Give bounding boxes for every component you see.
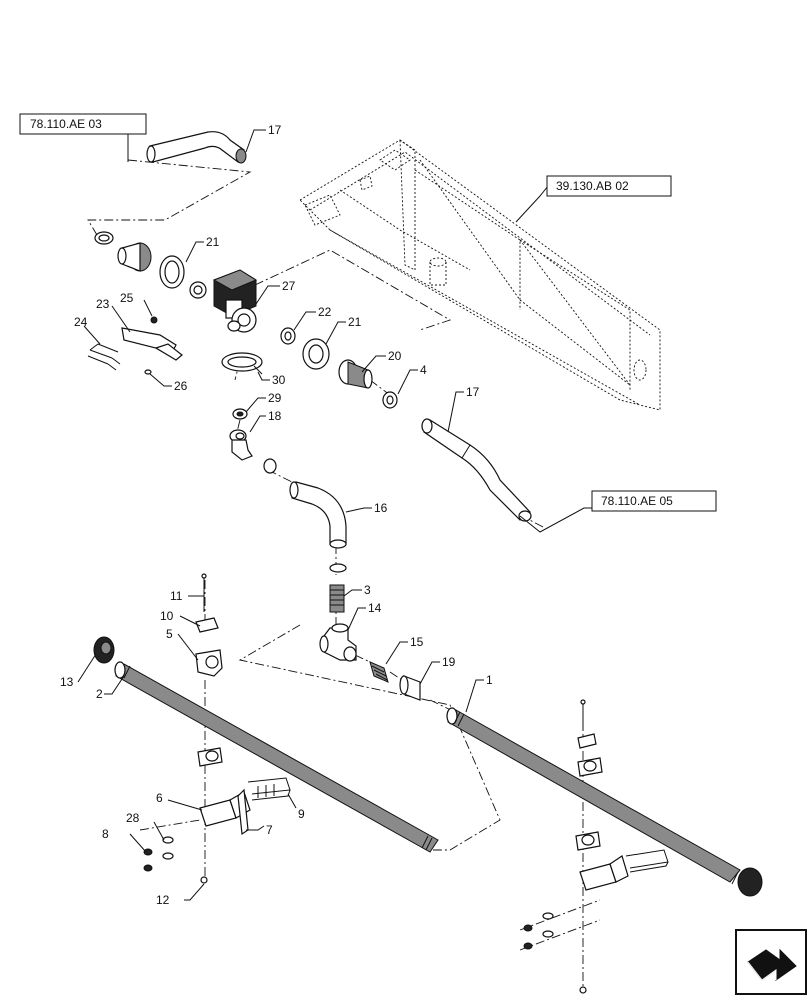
callout-4: 4 [420,363,427,377]
callout-1: 1 [486,673,493,687]
callout-8: 8 [102,827,109,841]
clamp-21-lower [302,338,330,370]
callout-15: 15 [410,635,424,649]
cap-13 [93,636,115,664]
callout-numbers: 17 21 27 25 23 22 21 24 20 4 30 26 17 29… [60,123,493,907]
nut-12 [200,876,208,884]
callout-2: 2 [96,687,103,701]
seal-29 [232,408,248,420]
fitting-20-upper [117,242,152,272]
callout-18: 18 [268,409,282,423]
callout-16: 16 [374,501,388,515]
callout-21-lower: 21 [348,315,362,329]
callout-27: 27 [282,279,296,293]
fitting-20-lower [338,359,373,389]
boom-frame [299,139,661,411]
pipe-2 [114,661,439,853]
ref-label-right-mid: 78.110.AE 05 [601,494,673,508]
callout-13: 13 [60,675,74,689]
u-bolt-24 [87,343,121,371]
clip-16-bottom [329,563,347,573]
hose-17-lower [421,418,532,522]
callout-9: 9 [298,807,305,821]
callout-5: 5 [166,627,173,641]
clamp-21-upper [159,255,185,289]
leader-lines [77,128,592,901]
bolt-7 [237,788,249,836]
elbow-18 [229,429,253,461]
pipe-1 [446,707,763,897]
clamp-30 [221,352,263,375]
ref-box-right-mid[interactable]: 78.110.AE 05 [591,490,717,512]
callout-29: 29 [268,391,282,405]
tee-14 [319,623,357,662]
callout-7: 7 [266,823,273,837]
hose-17-upper [146,131,247,164]
ref-box-top-right[interactable]: 39.130.AB 02 [546,175,672,197]
clamp-5 [195,649,223,677]
fitting-clamp-small [94,231,114,245]
callout-6: 6 [156,791,163,805]
callout-24: 24 [74,315,88,329]
hose-16 [289,481,347,549]
clamp-5-lower [197,747,223,767]
callout-25: 25 [120,291,134,305]
nipple-3 [329,584,345,613]
callout-30: 30 [272,373,286,387]
callout-21-upper: 21 [206,235,220,249]
nipple-15 [369,661,389,683]
plate-10 [195,617,219,633]
callout-26: 26 [174,379,188,393]
u-bolt-9 [247,777,291,801]
washers-28-8 [143,836,174,872]
valve-27 [212,269,258,333]
coupler-19 [399,675,421,701]
callout-10: 10 [160,609,174,623]
ref-box-top-left[interactable]: 78.110.AE 03 [19,113,147,135]
ref-label-top-left: 78.110.AE 03 [30,117,102,131]
seal-upper [189,281,207,299]
callout-23: 23 [96,297,110,311]
ref-label-top-right: 39.130.AB 02 [556,179,629,193]
nut-25 [150,316,158,324]
clamp-4 [382,391,398,409]
callout-11: 11 [170,589,183,603]
next-page-arrow-icon[interactable] [735,929,807,995]
bolt-26 [144,369,152,375]
callout-3: 3 [364,583,371,597]
callout-20: 20 [388,349,402,363]
clip-small [263,458,277,474]
bolt-11 [201,573,207,612]
callout-28: 28 [126,811,140,825]
right-clamp-assembly [523,699,669,994]
callout-19: 19 [442,655,456,669]
callout-17-lower: 17 [466,385,480,399]
callout-17-upper: 17 [268,123,282,137]
callout-14: 14 [368,601,382,615]
callout-12: 12 [156,893,170,907]
seal-22 [280,327,296,345]
callout-22: 22 [318,305,332,319]
bracket-23 [121,327,183,361]
